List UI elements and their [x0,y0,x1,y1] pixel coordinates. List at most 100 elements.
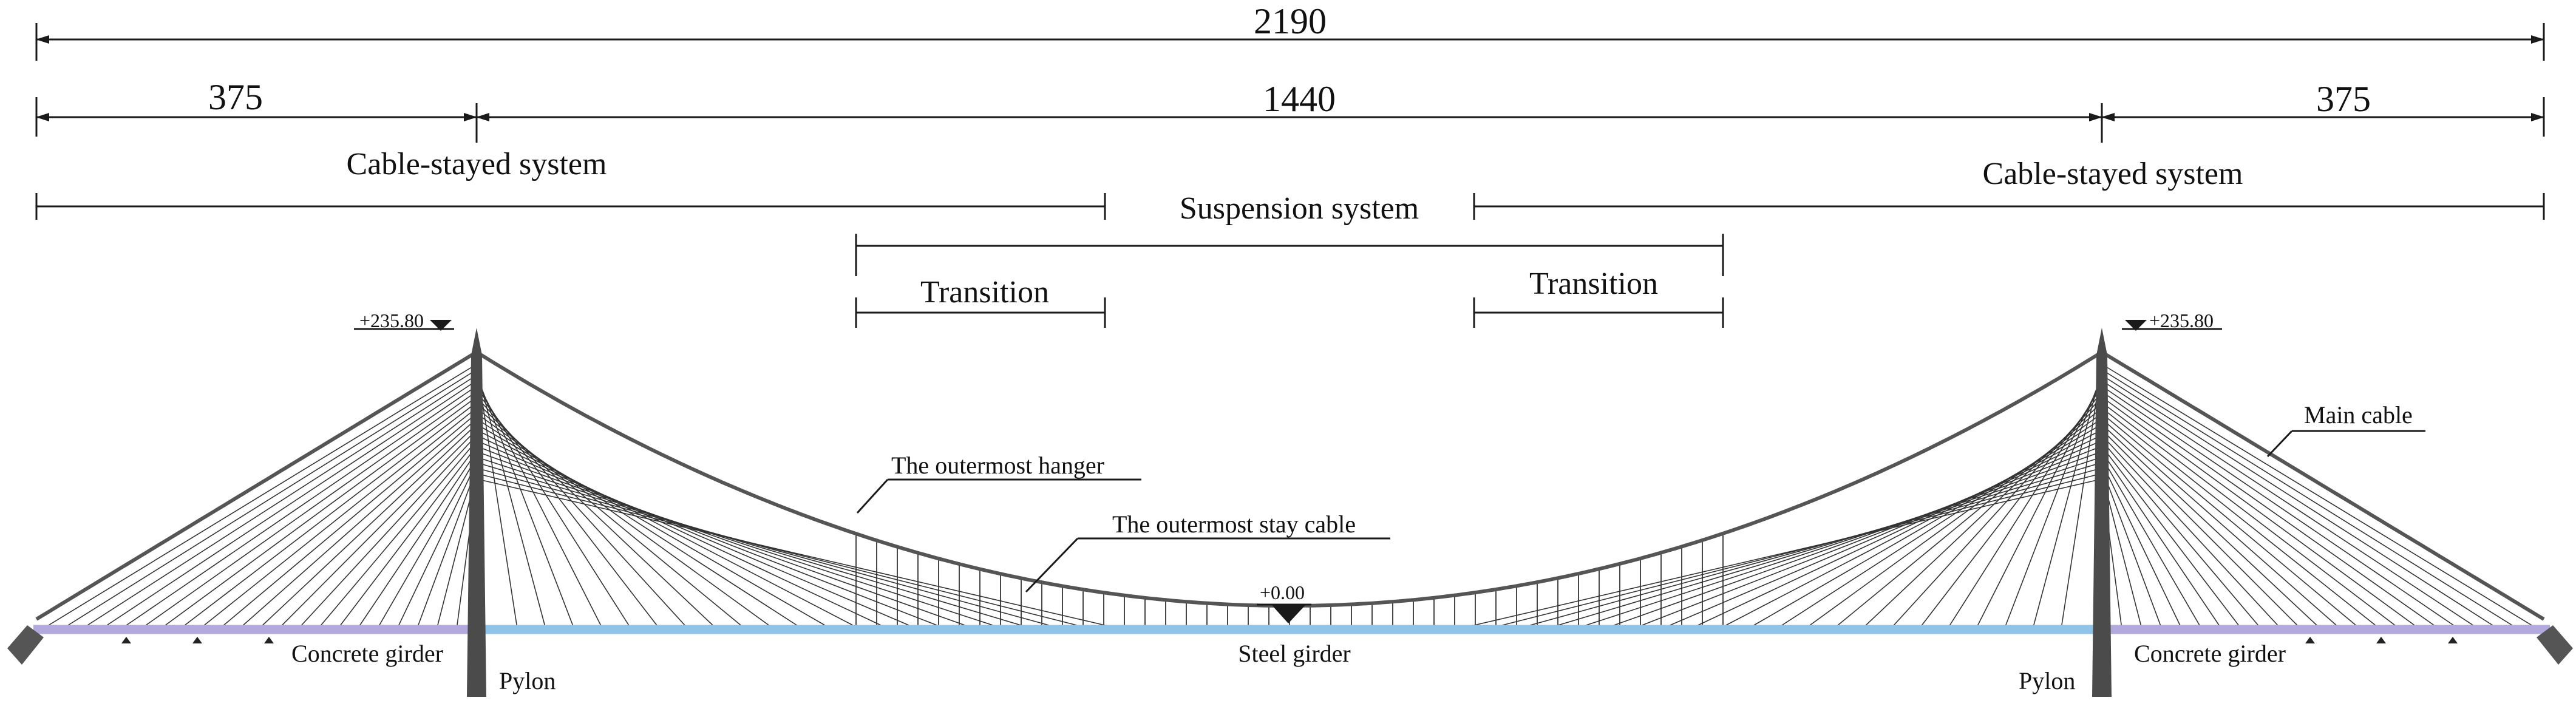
stay-cable [2101,435,2279,626]
stay-cable [1893,396,2102,626]
stay-cable [1837,407,2102,626]
stay-cable [145,391,477,626]
cable-stayed-right-label: Cable-stayed system [1983,157,2243,191]
stay-cable [1725,429,2102,626]
stay-cable [476,446,937,626]
stay-cable [476,467,1049,626]
stay-cable [340,446,477,626]
stay-cable [2005,375,2102,626]
elevation-left-label: +235.80 [359,310,424,331]
stay-cable [476,407,741,626]
stay-cable [262,424,477,626]
outermost-stay-cable-label: The outermost stay cable [1112,511,1356,538]
dimension-total: 2190 [35,1,2545,61]
hangers [855,533,1724,625]
stay-cable [359,451,477,626]
system-ranges: Cable-stayed system Suspension system Ca… [35,147,2545,328]
elevation-right-label: +235.80 [2149,310,2214,331]
stay-cable [106,380,477,626]
callout-outermost-stay-cable: The outermost stay cable [1025,511,1390,593]
stay-cable [1753,424,2102,626]
stay-cable [2101,440,2259,626]
stay-cable [476,364,517,626]
stay-cable [2101,364,2532,626]
dimension-main-label: 1440 [1263,79,1336,119]
stay-cable [476,418,797,626]
elevation-left: +235.80 [354,310,454,331]
stay-cable [476,478,1106,626]
stay-cable [2101,385,2454,626]
transition-right-label: Transition [1529,266,1658,301]
stay-cable [2101,375,2493,626]
dimension-left-side-label: 375 [208,77,263,117]
stay-cable [2101,391,2435,626]
callout-main-cable: Main cable [2266,401,2425,458]
stay-cable [2101,467,2161,626]
stay-cable [1558,462,2102,626]
steel-girder-label: Steel girder [1238,640,1351,667]
stay-cable [1865,402,2102,626]
stay-cable [165,396,477,626]
pylon-left [467,328,486,697]
elevation-midspan-label: +0.00 [1260,582,1305,603]
pylons [467,328,2112,697]
stay-cable [476,375,574,626]
stay-cable [418,467,477,626]
stay-cable [1473,478,2102,626]
stay-cable [2101,446,2239,626]
stay-cable [476,451,965,626]
stay-cable [2101,380,2473,626]
pylon-right [2092,328,2112,697]
stay-cable [2101,424,2317,626]
stay-cable [2101,418,2337,626]
outermost-hanger-label: The outermost hanger [891,452,1104,479]
girder [7,625,2573,665]
main-cable-label: Main cable [2304,401,2413,429]
stay-cable [476,473,1078,626]
stay-cable [126,385,477,626]
stay-cable [476,429,854,626]
stay-cable [2101,407,2376,626]
left-abutment [7,625,44,665]
stay-cable [1501,473,2102,626]
stay-cable [2101,429,2298,626]
stay-cable [203,407,477,626]
stay-cable [281,429,477,626]
stay-cable [2101,402,2396,626]
stay-cable [476,462,1021,626]
dimension-total-label: 2190 [1254,1,1327,41]
stay-cable [1670,440,2102,626]
stay-cable [67,369,477,626]
stay-cable [2101,456,2200,626]
stay-cable [476,440,909,626]
pylon-left-label: Pylon [499,667,556,694]
suspension-label: Suspension system [1180,191,1419,226]
stay-cable [2101,462,2181,626]
stay-cable [476,396,685,626]
elevation-midspan: +0.00 [1257,582,1311,623]
dimension-right-side-label: 375 [2316,79,2371,119]
stay-cable [476,424,826,626]
stay-cable [301,435,477,626]
girder-supports [121,637,2458,643]
pylon-right-label: Pylon [2019,667,2075,694]
stay-cable [476,456,993,626]
stay-cables [48,364,2532,626]
dimension-spans: 375 1440 375 [35,77,2545,143]
stay-cable [2061,364,2102,626]
stay-cable [1614,451,2102,626]
stay-cable [1698,435,2102,626]
callout-outermost-hanger: The outermost hanger [856,452,1141,514]
stay-cable [2101,451,2220,626]
stay-cable [321,440,477,626]
concrete-girder-right-label: Concrete girder [2134,640,2286,667]
stay-cable [2101,369,2513,626]
cable-stayed-left-label: Cable-stayed system [347,147,607,181]
stay-cable [379,456,477,626]
elevation-right: +235.80 [2122,310,2222,331]
stay-cable [1809,413,2102,626]
stay-cable [476,435,882,626]
stay-cable [87,375,477,626]
